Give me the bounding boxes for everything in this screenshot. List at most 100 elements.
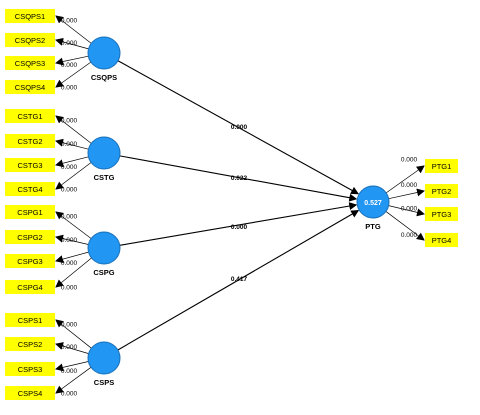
- construct-cspg[interactable]: [87, 231, 121, 265]
- loading-arrow-ptg2: [388, 188, 425, 200]
- loading-value-cstg3: 0.000: [61, 164, 78, 171]
- loading-arrow-csqps1: [55, 15, 92, 44]
- loading-value-cspg2: 0.000: [61, 237, 78, 244]
- indicator-box-cspg3[interactable]: [5, 254, 55, 268]
- loading-arrow-csps3: [55, 361, 89, 372]
- indicator-label-cspg1: CSPG1: [17, 208, 42, 217]
- indicator-label-ptg3: PTG3: [432, 210, 452, 219]
- indicator-box-cstg1[interactable]: [5, 109, 55, 123]
- loading-arrow-cstg4: [55, 162, 92, 190]
- indicator-label-csps2: CSPS2: [18, 340, 43, 349]
- indicator-box-csps2[interactable]: [5, 337, 55, 351]
- indicator-label-csqps2: CSQPS2: [15, 36, 45, 45]
- indicator-box-cspg4[interactable]: [5, 280, 55, 294]
- indicator-box-cstg2[interactable]: [5, 134, 55, 148]
- path-arrow-cstg-ptg: [119, 155, 358, 202]
- loading-arrow-ptg4: [385, 211, 425, 241]
- loading-value-csqps1: 0.000: [61, 17, 78, 24]
- indicator-label-csps1: CSPS1: [18, 316, 43, 325]
- indicator-box-cspg1[interactable]: [5, 205, 55, 219]
- indicator-label-cstg1: CSTG1: [17, 112, 42, 121]
- loading-value-csqps4: 0.000: [61, 85, 78, 92]
- loading-arrow-cspg1: [55, 211, 92, 239]
- loading-arrow-csps2: [55, 342, 89, 354]
- construct-ptg[interactable]: [356, 185, 390, 219]
- indicator-label-csqps4: CSQPS4: [15, 83, 45, 92]
- construct-csps[interactable]: [87, 341, 121, 375]
- loading-arrow-csps1: [55, 319, 92, 349]
- indicator-label-csqps1: CSQPS1: [15, 12, 45, 21]
- indicator-label-cstg4: CSTG4: [17, 185, 42, 194]
- loading-arrow-csqps2: [55, 37, 89, 50]
- loading-arrow-ptg3: [388, 205, 425, 217]
- r-squared-ptg: 0.527: [364, 200, 382, 207]
- path-arrow-csps-ptg: [117, 210, 360, 351]
- indicator-box-cspg2[interactable]: [5, 230, 55, 244]
- path-coefficient-csqps-ptg: 0.000: [231, 124, 248, 131]
- loading-value-ptg2: 0.000: [401, 182, 418, 189]
- loading-value-csps2: 0.000: [61, 344, 78, 351]
- loading-value-cspg3: 0.000: [61, 260, 78, 267]
- indicator-label-cspg4: CSPG4: [17, 283, 42, 292]
- loading-arrow-csps4: [55, 367, 92, 394]
- indicator-label-cstg3: CSTG3: [17, 161, 42, 170]
- loading-arrow-cspg4: [55, 257, 92, 288]
- construct-csqps[interactable]: [87, 36, 121, 70]
- loading-value-ptg3: 0.000: [401, 205, 418, 212]
- indicator-box-csqps1[interactable]: [5, 9, 55, 23]
- loading-arrow-cstg1: [55, 115, 92, 144]
- indicator-box-csps3[interactable]: [5, 362, 55, 376]
- indicator-label-csps3: CSPS3: [18, 365, 43, 374]
- indicator-box-csps1[interactable]: [5, 313, 55, 327]
- indicator-label-cstg2: CSTG2: [17, 137, 42, 146]
- loading-value-csps1: 0.000: [61, 321, 78, 328]
- path-coefficient-csps-ptg: 0.417: [231, 276, 248, 283]
- loading-value-cstg1: 0.000: [61, 117, 78, 124]
- indicator-label-ptg1: PTG1: [432, 162, 452, 171]
- loading-value-csqps3: 0.000: [61, 62, 78, 69]
- loading-value-cstg2: 0.000: [61, 141, 78, 148]
- loading-value-csps4: 0.000: [61, 391, 78, 398]
- indicator-box-ptg3[interactable]: [425, 207, 458, 221]
- construct-label-cspg: CSPG: [93, 268, 114, 277]
- indicator-box-ptg2[interactable]: [425, 184, 458, 198]
- loading-value-ptg1: 0.000: [401, 156, 418, 163]
- loading-value-csqps2: 0.000: [61, 40, 78, 47]
- loading-value-cspg4: 0.000: [61, 285, 78, 292]
- path-arrow-cspg-ptg: [119, 202, 358, 246]
- loading-arrow-cstg3: [55, 156, 89, 168]
- path-arrow-csqps-ptg: [117, 60, 360, 195]
- construct-label-csps: CSPS: [94, 378, 114, 387]
- path-coefficient-cspg-ptg: 0.000: [231, 224, 248, 231]
- indicator-box-csqps3[interactable]: [5, 56, 55, 70]
- construct-label-cstg: CSTG: [94, 173, 115, 182]
- loading-value-ptg4: 0.000: [401, 232, 418, 239]
- indicator-box-csps4[interactable]: [5, 386, 55, 400]
- construct-label-ptg: PTG: [365, 222, 381, 231]
- indicator-box-csqps4[interactable]: [5, 80, 55, 94]
- indicator-box-cstg3[interactable]: [5, 158, 55, 172]
- loading-arrow-cspg3: [55, 251, 89, 264]
- indicator-label-csqps3: CSQPS3: [15, 59, 45, 68]
- indicator-box-csqps2[interactable]: [5, 33, 55, 47]
- path-coefficient-cstg-ptg: 0.022: [231, 175, 248, 182]
- indicator-box-ptg1[interactable]: [425, 159, 458, 173]
- indicator-label-cspg3: CSPG3: [17, 257, 42, 266]
- indicator-label-ptg4: PTG4: [432, 236, 452, 245]
- loading-value-csps3: 0.000: [61, 368, 78, 375]
- loading-arrow-ptg1: [385, 165, 425, 194]
- loading-arrow-cstg2: [55, 138, 89, 150]
- loading-value-cspg1: 0.000: [61, 213, 78, 220]
- loading-arrow-csqps3: [55, 55, 89, 66]
- indicator-label-cspg2: CSPG2: [17, 233, 42, 242]
- indicator-box-ptg4[interactable]: [425, 233, 458, 247]
- indicator-box-cstg4[interactable]: [5, 182, 55, 196]
- indicator-label-ptg2: PTG2: [432, 187, 452, 196]
- construct-label-csqps: CSQPS: [91, 73, 117, 82]
- loading-arrow-cspg2: [55, 234, 89, 245]
- construct-cstg[interactable]: [87, 136, 121, 170]
- loading-arrow-csqps4: [55, 61, 92, 88]
- indicator-label-csps4: CSPS4: [18, 389, 43, 398]
- loading-value-cstg4: 0.000: [61, 187, 78, 194]
